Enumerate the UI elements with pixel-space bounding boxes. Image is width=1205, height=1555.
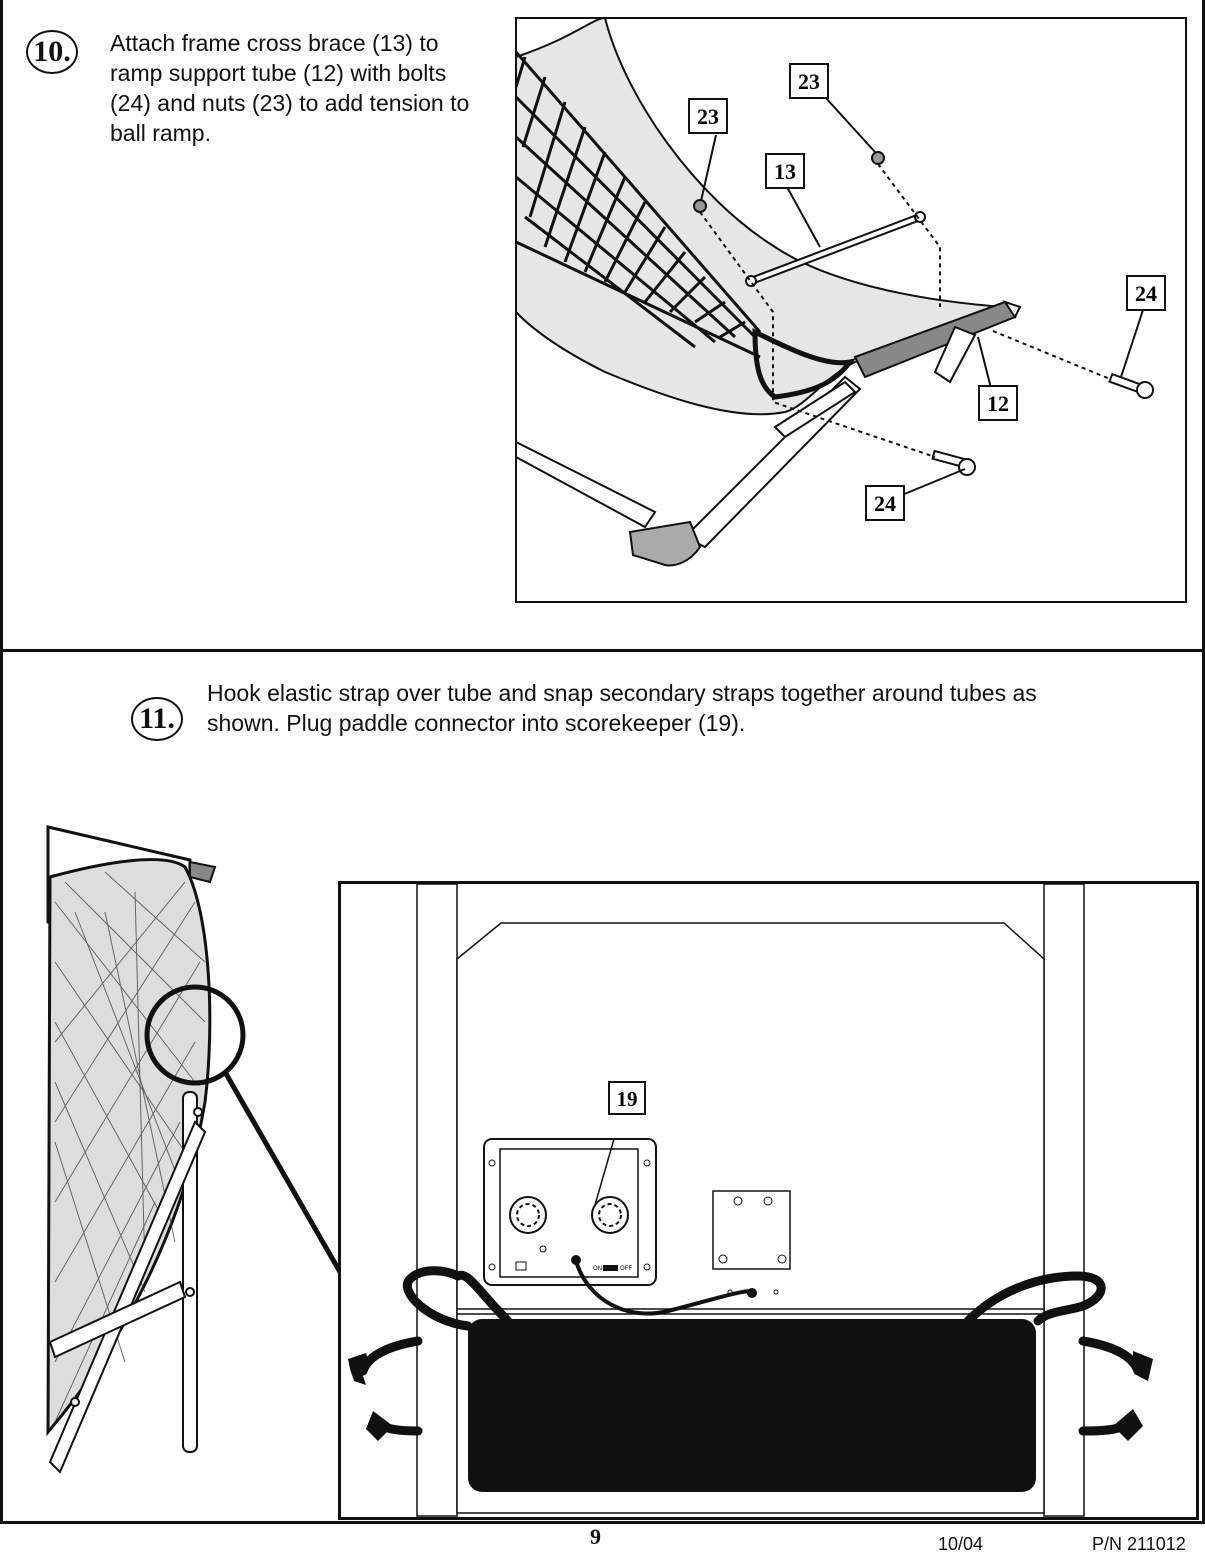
nut-23-left [693,199,707,213]
svg-text:OFF: OFF [620,1266,632,1272]
scorekeeper-unit: ON OFF [483,1138,657,1286]
paddle [468,1319,1036,1492]
frame-cross-brace [745,211,926,287]
step-11-number: 11. [131,697,183,741]
ramp-net [515,51,762,359]
step-11-instructions: Hook elastic strap over tube and snap se… [207,680,1037,736]
callout-23-b: 23 [789,63,829,99]
page-number: 9 [590,1524,601,1549]
scorekeeper-detail-illustration: ON OFF 19 [338,881,1199,1520]
nut-23-right [871,151,885,165]
callout-19: 19 [608,1081,646,1115]
right-tube [1043,883,1085,1517]
callout-12: 12 [978,385,1018,421]
power-switch: ON OFF [593,1265,632,1272]
svg-text:12: 12 [987,391,1009,416]
callout-23-a: 23 [688,98,728,134]
step-10-instructions: Attach frame cross brace (13) to ramp su… [110,30,470,146]
strap-snaps [348,1351,1153,1441]
callout-24-left: 24 [865,485,905,521]
svg-text:19: 19 [617,1087,638,1111]
svg-text:23: 23 [697,104,719,129]
paddle-cable [574,1260,753,1316]
step-10-panel: 10. Attach frame cross brace (13) to ram… [0,0,1205,652]
mounting-plate [712,1190,791,1298]
ramp-support-tube [853,300,1022,384]
step-10-number: 10. [26,30,78,74]
svg-text:ON: ON [593,1266,602,1272]
right-score-display [591,1196,629,1234]
step-11-panel: 11. Hook elastic strap over tube and sna… [0,649,1205,1524]
revision-date: 10/04 [938,1534,984,1554]
ball-ramp [515,17,1006,416]
bolt-24-left [931,449,976,476]
svg-text:23: 23 [798,69,820,94]
callout-13: 13 [765,153,805,189]
step-10-illustration: 23 23 13 24 12 24 [515,17,1187,603]
part-number: P/N 211012 [1092,1534,1186,1554]
left-tube [416,883,458,1517]
game-overview-illustration [46,825,343,1474]
svg-text:24: 24 [874,491,896,516]
svg-text:24: 24 [1135,281,1157,306]
bolt-24-right [1108,372,1154,399]
left-score-display [509,1196,547,1234]
svg-text:13: 13 [774,159,796,184]
callout-24-right: 24 [1126,275,1166,311]
magnifier-circle [144,984,246,1086]
